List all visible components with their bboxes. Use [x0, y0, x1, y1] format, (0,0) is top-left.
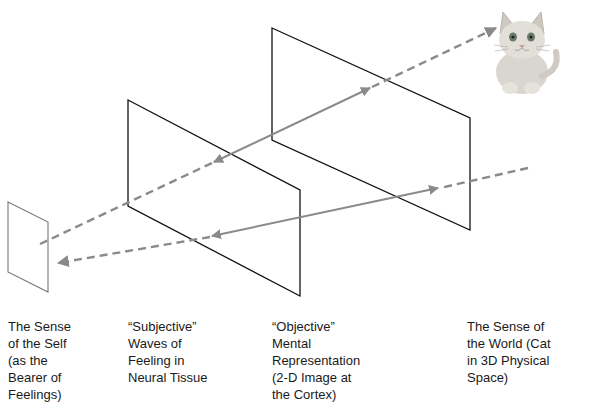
- column-caption: The Sense of the World (Cat in 3D Physic…: [467, 318, 553, 386]
- cortex-frame: [272, 28, 470, 230]
- dashed-ray: [440, 168, 528, 188]
- dashed-ray: [372, 28, 496, 87]
- column-caption: The Sense of the Self (as the Bearer of …: [8, 318, 78, 403]
- column-caption: “Subjective” Waves of Feeling in Neural …: [128, 318, 212, 386]
- dashed-ray: [40, 163, 212, 244]
- solid-ray: [212, 188, 438, 236]
- self-frame: [8, 202, 48, 292]
- feeling-frame: [128, 100, 300, 296]
- column-caption: “Objective” Mental Representation (2-D I…: [272, 318, 366, 403]
- solid-ray: [214, 88, 370, 162]
- dashed-ray: [58, 237, 210, 263]
- cat-picture: [494, 12, 557, 94]
